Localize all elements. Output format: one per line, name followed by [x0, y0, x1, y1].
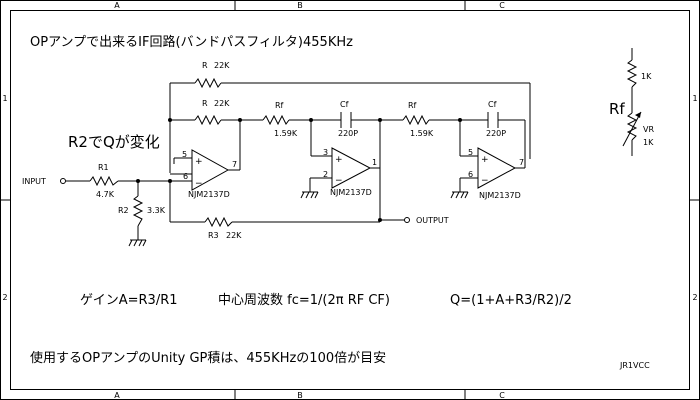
opamp2-plus-sign: +: [335, 155, 343, 165]
opamp3-pin-plus: 5: [468, 148, 473, 157]
opamp-2: + − 3 2 1 NJM2137D: [323, 147, 380, 197]
opamp-1: + − 5 6 7 NJM2137D: [182, 149, 241, 199]
capacitor-cf2: Cf 220P: [486, 100, 506, 138]
rf-detail-vr-name: VR: [643, 125, 654, 134]
r-top-value: 22K: [214, 61, 230, 70]
input-terminal: INPUT: [22, 177, 66, 186]
opamp2-pin-minus: 2: [323, 170, 328, 179]
r1-value: 4.7K: [96, 190, 115, 199]
r2-value: 3.3K: [147, 206, 166, 215]
opamp2-part: NJM2137D: [330, 188, 372, 197]
cf2-value: 220P: [486, 129, 506, 138]
r2-name: R2: [118, 206, 129, 215]
grid-row-1-right: 1: [692, 94, 697, 103]
grid-col-b: B: [297, 1, 303, 10]
opamp1-plus-sign: +: [195, 157, 203, 167]
opamp1-pin-out: 7: [232, 160, 237, 169]
r3-name: R3: [208, 231, 219, 240]
input-label: INPUT: [22, 177, 46, 186]
rf2-name: Rf: [408, 101, 417, 110]
resistor-r-mid: R 22K: [194, 99, 230, 126]
resistor-r1: R1 4.7K: [89, 163, 119, 199]
footnote: 使用するOPアンプのUnity GP積は、455KHzの100倍が目安: [30, 350, 386, 366]
grid-col-c: C: [499, 1, 505, 10]
opamp2-pin-out: 1: [372, 158, 377, 167]
formula-q: Q=(1+A+R3/R2)/2: [450, 293, 572, 308]
r1-name: R1: [98, 163, 109, 172]
opamp1-pin-plus: 5: [182, 150, 187, 159]
rf2-value: 1.59K: [410, 129, 434, 138]
grid-row-2-right: 2: [692, 293, 697, 302]
opamp2-minus-sign: −: [335, 176, 343, 186]
output-terminal: OUTPUT: [404, 216, 449, 225]
r-mid-name: R: [202, 99, 208, 108]
rf-detail-label: Rf: [609, 100, 625, 118]
cf1-value: 220P: [338, 129, 358, 138]
output-label: OUTPUT: [416, 216, 449, 225]
rf-detail: Rf 1K VR 1K: [609, 48, 654, 156]
opamp2-pin-plus: 3: [323, 148, 328, 157]
formula-fc: 中心周波数 fc=1/(2π RF CF): [218, 293, 390, 308]
rf-detail-vr-value: 1K: [643, 138, 654, 147]
grid-col-b-bottom: B: [297, 391, 303, 400]
ground-opamp2: [300, 191, 319, 199]
cf1-name: Cf: [340, 100, 349, 109]
opamp3-minus-sign: −: [481, 176, 489, 186]
r-mid-value: 22K: [214, 99, 230, 108]
resistor-r2: R2 3.3K: [118, 195, 166, 227]
opamp3-part: NJM2137D: [479, 191, 521, 200]
rf1-value: 1.59K: [274, 129, 298, 138]
grid-col-a: A: [114, 1, 120, 10]
capacitor-cf1: Cf 220P: [338, 100, 358, 138]
wires: [66, 82, 531, 240]
resistor-rf2: Rf 1.59K: [402, 101, 434, 138]
cf2-name: Cf: [488, 100, 497, 109]
grid-row-2: 2: [2, 293, 7, 302]
opamp3-pin-out: 7: [519, 158, 524, 167]
resistor-rf1: Rf 1.59K: [262, 101, 298, 138]
diagram-title: OPアンプで出来るIF回路(バンドパスフィルタ)455KHz: [30, 34, 353, 50]
opamp1-part: NJM2137D: [188, 190, 230, 199]
opamp3-plus-sign: +: [481, 155, 489, 165]
grid-col-a-bottom: A: [114, 391, 120, 400]
rf1-name: Rf: [275, 101, 284, 110]
r-top-name: R: [202, 61, 208, 70]
resistor-r-top: R 22K: [194, 61, 230, 89]
r3-value: 22K: [226, 231, 242, 240]
author: JR1VCC: [619, 361, 650, 370]
formula-gain: ゲインA=R3/R1: [80, 293, 178, 308]
junctions: [136, 118, 462, 222]
opamp3-pin-minus: 6: [468, 170, 473, 179]
grid-row-1: 1: [2, 94, 7, 103]
opamp1-minus-sign: −: [195, 179, 203, 189]
ground-symbols: [128, 191, 469, 247]
opamp1-pin-minus: 6: [183, 172, 188, 181]
opamp-3: + − 5 6 7 NJM2137D: [468, 147, 526, 200]
grid-col-c-bottom: C: [499, 391, 505, 400]
ground-opamp3: [450, 191, 469, 199]
ground-r2: [128, 239, 147, 247]
q-note: R2でQが変化: [68, 133, 160, 151]
rf-detail-fixed: 1K: [641, 72, 652, 81]
resistor-r3: R3 22K: [204, 216, 242, 240]
